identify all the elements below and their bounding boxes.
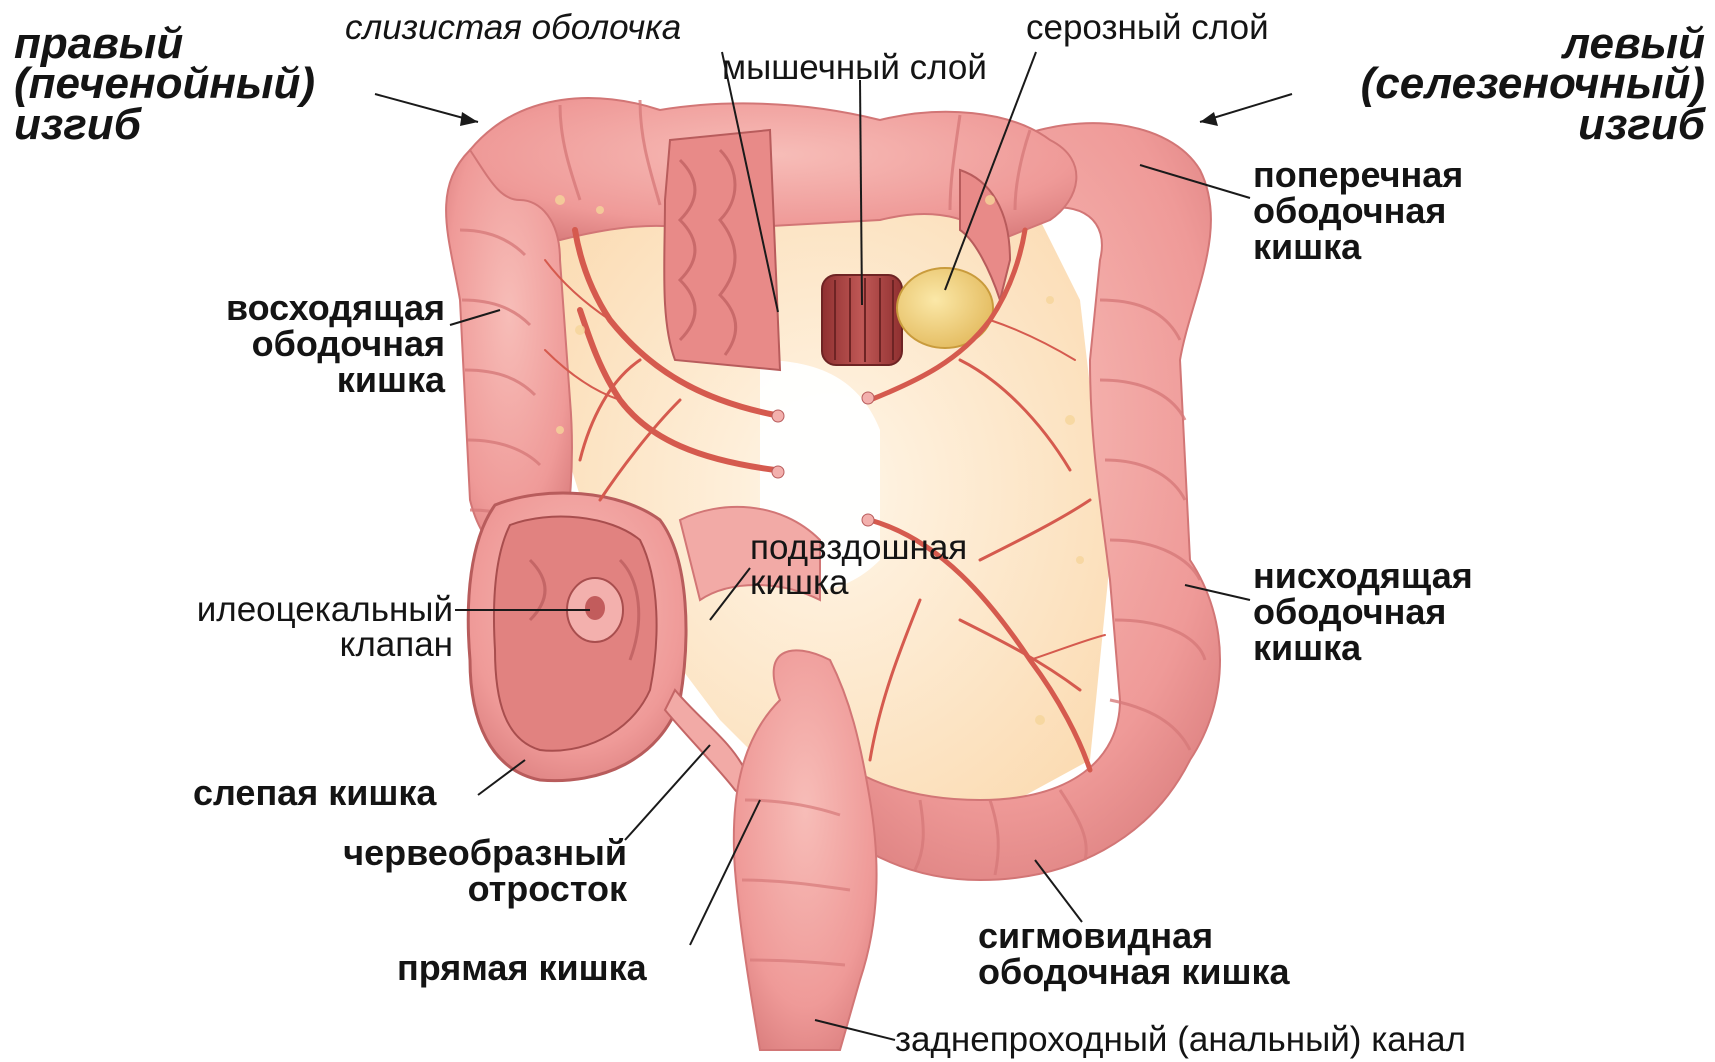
sigmoid-colon-label: сигмовидная ободочная кишка <box>978 918 1290 990</box>
left-flexure-label: левый (селезеночный) изгиб <box>1361 24 1705 145</box>
right-flexure-label: правый (печенойный) изгиб <box>14 24 315 145</box>
ileum-label: подвздошная кишка <box>750 530 967 600</box>
cecum-shape <box>468 493 686 781</box>
mucosa-label: слизистая оболочка <box>345 10 681 45</box>
ileocecal-valve-label: илеоцекальный клапан <box>197 592 453 662</box>
muscular-layer-label: мышечный слой <box>722 50 987 85</box>
transverse-colon-label: поперечная ободочная кишка <box>1253 157 1463 265</box>
anal-canal-label: заднепроходный (анальный) канал <box>895 1022 1466 1057</box>
serous-layer-label: серозный слой <box>1026 10 1269 45</box>
rectum-label: прямая кишка <box>397 950 647 986</box>
cecum-label: слепая кишка <box>193 775 436 811</box>
descending-colon-label: нисходящая ободочная кишка <box>1253 558 1473 666</box>
appendix-label: червеобразный отросток <box>343 835 627 907</box>
ascending-colon-label: восходящая ободочная кишка <box>226 290 445 398</box>
